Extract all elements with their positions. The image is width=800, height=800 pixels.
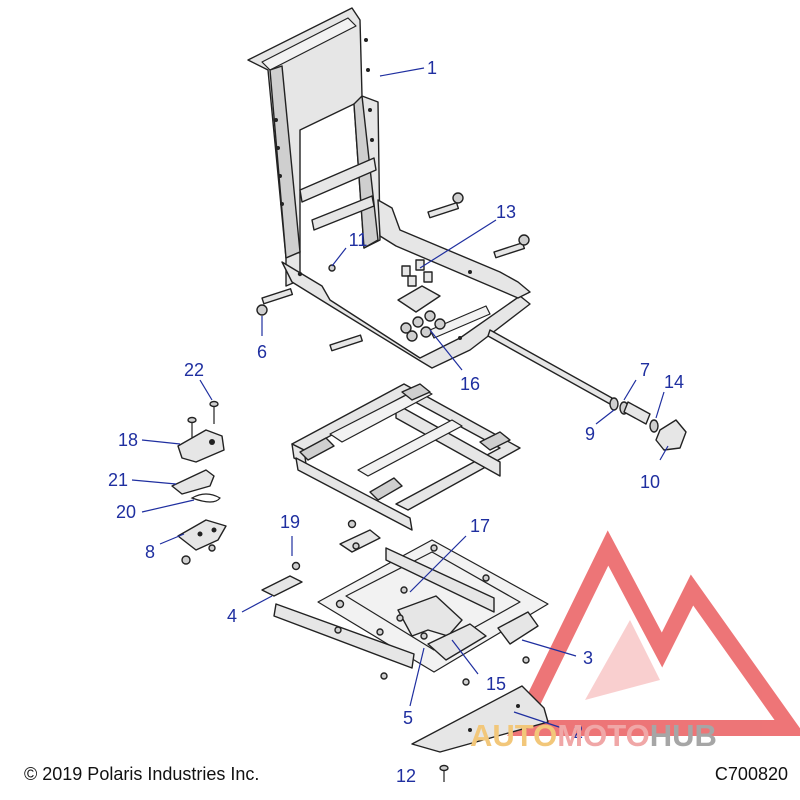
watermark-auto: AUTO xyxy=(470,718,558,753)
callout-8: 8 xyxy=(144,542,156,562)
callout-15: 15 xyxy=(485,674,507,694)
callout-3: 3 xyxy=(582,648,594,668)
callout-11: 11 xyxy=(348,230,368,250)
figure-id: C700820 xyxy=(714,764,788,784)
left-hardware-parts xyxy=(171,400,227,565)
callout-19: 19 xyxy=(279,512,301,532)
callout-1: 1 xyxy=(426,58,438,78)
callout-10: 10 xyxy=(639,472,661,492)
bolt-part-12 xyxy=(439,764,449,782)
leader-lines xyxy=(131,67,669,729)
callout-6: 6 xyxy=(256,342,268,362)
seat-frame-part-1 xyxy=(247,7,531,369)
callout-12: 12 xyxy=(395,766,417,786)
watermark-hub: HUB xyxy=(649,718,717,753)
watermark-moto: MOTO xyxy=(557,718,650,753)
callout-21: 21 xyxy=(107,470,129,490)
callout-16: 16 xyxy=(459,374,481,394)
callout-4: 4 xyxy=(226,606,238,626)
copyright-notice: © 2019 Polaris Industries Inc. xyxy=(24,764,260,784)
callout-5: 5 xyxy=(402,708,414,728)
seat-base-plate xyxy=(261,519,549,686)
callout-17: 17 xyxy=(469,516,491,536)
watermark-logo xyxy=(507,530,800,736)
fastener-cluster-13-16 xyxy=(397,259,446,342)
watermark-text: AUTOMOTOHUB xyxy=(470,718,717,754)
callout-13: 13 xyxy=(495,202,517,222)
callout-7: 7 xyxy=(639,360,651,380)
callout-22: 22 xyxy=(183,360,205,380)
bolt-hardware xyxy=(256,192,530,352)
callout-2: 2 xyxy=(572,722,584,742)
callout-20: 20 xyxy=(115,502,137,522)
lower-cover-plate-part-2 xyxy=(411,685,549,753)
adjust-rod-assembly xyxy=(487,329,687,451)
callout-9: 9 xyxy=(584,424,596,444)
callout-14: 14 xyxy=(663,372,685,392)
seat-slider-frame xyxy=(291,383,521,531)
callout-18: 18 xyxy=(117,430,139,450)
